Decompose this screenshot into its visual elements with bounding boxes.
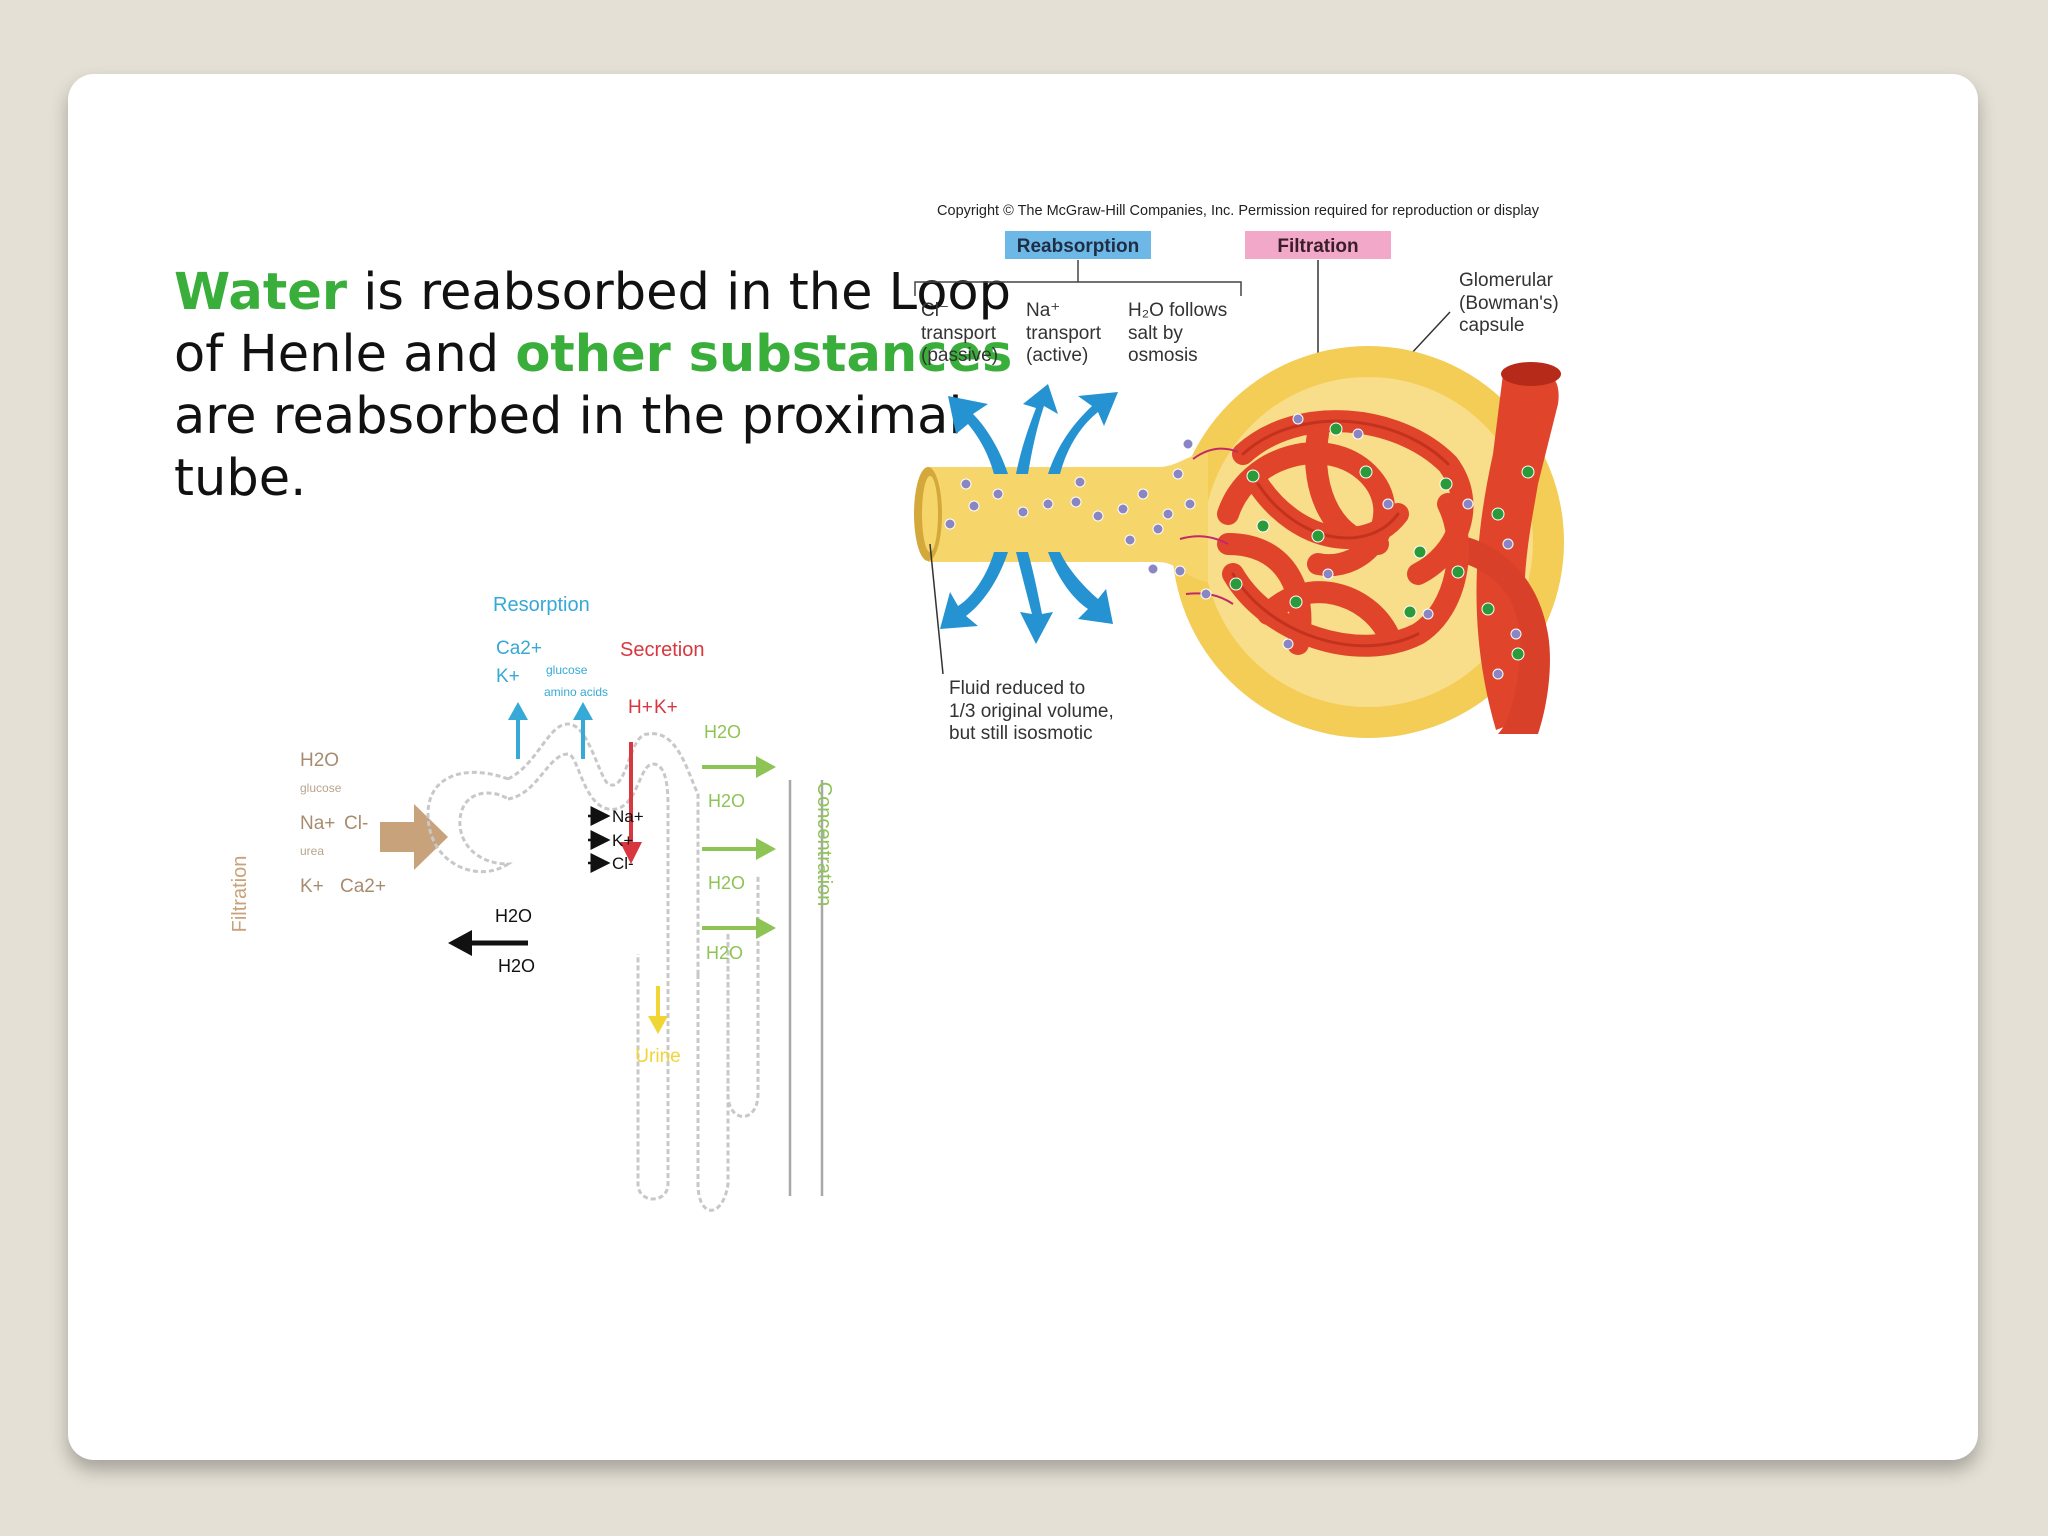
reabsorption-bracket [914, 260, 1242, 296]
slide: Water is reabsorbed in the Loop of Henle… [68, 74, 1978, 1460]
nephron-tube [426, 722, 760, 1212]
conc-h2o-4: H2O [706, 943, 743, 963]
fluid-leader-line [929, 543, 944, 675]
filt-glucose: glucose [300, 781, 342, 795]
conc-h2o-1: H2O [704, 722, 741, 742]
filtration-label: Filtration [229, 856, 251, 933]
filtration-box [1245, 231, 1391, 259]
filt-urea: urea [300, 844, 324, 858]
nephron-diagram: Filtration H2O glucose Na+ Cl- urea K+ C… [229, 594, 835, 1212]
concentration-arrows [702, 756, 776, 939]
filtration-box-label: Filtration [1277, 236, 1358, 257]
urine-label: Urine [635, 1046, 680, 1067]
text-part-4: are reabsorbed in the proximal tube. [174, 387, 963, 508]
h2o-line-2: salt by [1128, 323, 1183, 344]
efferent-arteriole [1453, 536, 1550, 734]
h2o-line-3: osmosis [1128, 345, 1198, 366]
sec-k: K+ [654, 697, 678, 718]
urine-arrow [648, 986, 668, 1034]
loop-ion-arrows [588, 806, 611, 873]
highlight-other-substances: other substances [515, 325, 1013, 384]
fluid-line-3: but still isosmotic [949, 723, 1093, 744]
res-glucose: glucose [546, 663, 588, 677]
res-ca: Ca2+ [496, 638, 542, 659]
capsule-line-3: capsule [1459, 315, 1525, 336]
left-h2o-1: H2O [495, 906, 532, 926]
filt-ca: Ca2+ [340, 876, 386, 897]
res-k: K+ [496, 666, 520, 687]
loop-cl: Cl- [612, 854, 634, 873]
cl-line-2: transport [921, 323, 997, 344]
cl-line-1: Cl⁻ [921, 300, 949, 321]
left-h2o-2: H2O [498, 956, 535, 976]
resorption-arrows [508, 702, 593, 759]
highlight-water: Water [174, 263, 347, 322]
left-water-arrow [448, 930, 528, 956]
protein-particles [1229, 422, 1535, 661]
slide-main-text: Water is reabsorbed in the Loop of Henle… [174, 262, 1074, 510]
fluid-line-1: Fluid reduced to [949, 678, 1085, 699]
na-line-3: (active) [1026, 345, 1088, 366]
h2o-line-1: H₂O follows [1128, 300, 1227, 321]
loop-k: K+ [612, 831, 633, 850]
filt-h2o: H2O [300, 750, 339, 771]
reabsorption-box [1005, 231, 1151, 259]
secretion-arrow [620, 742, 642, 864]
na-line-1: Na⁺ [1026, 300, 1060, 321]
concentration-label: Concentration [813, 782, 835, 907]
fluid-line-2: 1/3 original volume, [949, 701, 1114, 722]
text-part-2: is reabsorbed in the Loop of Henle and [174, 263, 1011, 384]
copyright-text: Copyright © The McGraw-Hill Companies, I… [937, 203, 1540, 219]
sec-h: H+ [628, 697, 653, 718]
resorption-label: Resorption [493, 594, 590, 616]
secretion-label: Secretion [620, 639, 705, 661]
concentration-h2o-labels: H2O H2O H2O H2O [704, 722, 745, 963]
proximal-tubule [928, 452, 1208, 582]
solute-particles [944, 413, 1522, 680]
filtration-arrow [380, 804, 448, 870]
reabsorption-label: Reabsorption [1017, 236, 1139, 257]
afferent-arteriole [1476, 369, 1559, 730]
res-amino: amino acids [544, 685, 608, 699]
capsule-line-2: (Bowman's) [1459, 293, 1559, 314]
collecting-duct [788, 780, 824, 1196]
reabsorption-arrows [940, 384, 1118, 644]
capsule-label: Glomerular (Bowman's) capsule [1459, 270, 1559, 336]
na-line-2: transport [1026, 323, 1102, 344]
reabsorption-mechanisms: Cl⁻ transport (passive) Na⁺ transport (a… [921, 300, 1227, 366]
loop-na: Na+ [612, 807, 644, 826]
fluid-label: Fluid reduced to 1/3 original volume, bu… [949, 678, 1114, 744]
cl-line-3: (passive) [921, 345, 998, 366]
filt-cl: Cl- [344, 813, 368, 834]
conc-h2o-2: H2O [708, 791, 745, 811]
filt-k: K+ [300, 876, 324, 897]
glomerulus-diagram: Copyright © The McGraw-Hill Companies, I… [914, 203, 1564, 744]
conc-h2o-3: H2O [708, 873, 745, 893]
capsule-line-1: Glomerular [1459, 270, 1554, 291]
filt-na: Na+ [300, 813, 335, 834]
